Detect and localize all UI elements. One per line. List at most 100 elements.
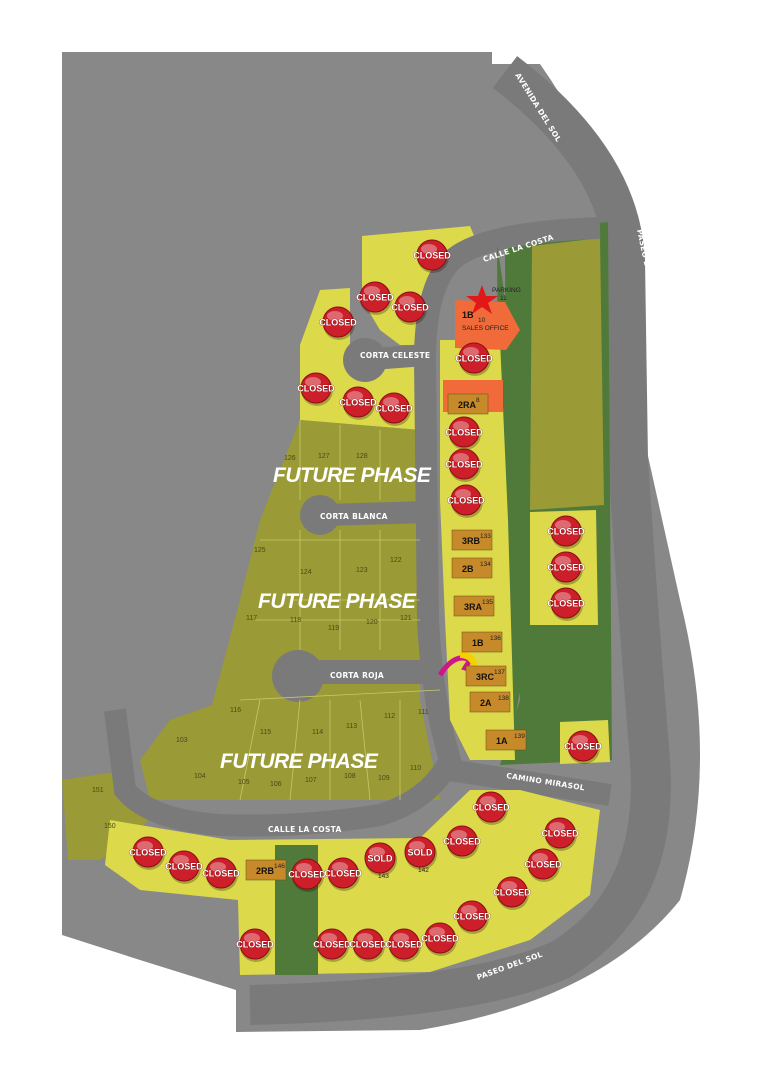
closed-badge[interactable]: CLOSED — [356, 281, 395, 315]
lot-plan: 2B — [462, 564, 474, 574]
future-lot-number: 123 — [356, 567, 368, 574]
future-lot-lines — [239, 420, 441, 801]
closed-badge[interactable]: CLOSED — [445, 448, 484, 482]
future-lot-number: 104 — [194, 773, 206, 780]
closed-badge[interactable]: CLOSED — [297, 372, 336, 406]
badge-label: CLOSED — [443, 837, 481, 847]
lot-plan: 1B — [472, 638, 484, 648]
sold-badge[interactable]: SOLD — [404, 836, 437, 870]
future-lot-number: 115 — [260, 729, 271, 736]
future-lot-number: 113 — [346, 723, 357, 730]
closed-badge[interactable]: CLOSED — [413, 239, 452, 273]
future-lot-number: 122 — [390, 557, 402, 564]
lot-number: 134 — [480, 561, 491, 568]
corta-blanca-bulb — [300, 495, 340, 535]
future-lot-number: 110 — [410, 765, 421, 772]
street-label-corta-roja: CORTA ROJA — [330, 671, 384, 680]
badge-label: CLOSED — [472, 803, 510, 813]
corta-roja-bulb — [272, 650, 324, 702]
future-lot-number: 117 — [246, 615, 257, 622]
closed-badge[interactable]: CLOSED — [202, 857, 241, 891]
future-lot-number: 109 — [378, 775, 390, 782]
closed-badge[interactable]: CLOSED — [385, 928, 424, 962]
closed-badge[interactable]: CLOSED — [129, 836, 168, 870]
available-lot[interactable]: 2B 134 — [451, 557, 493, 579]
closed-badge[interactable]: CLOSED — [375, 392, 414, 426]
future-lot-number: 124 — [300, 569, 312, 576]
badge-label: CLOSED — [202, 869, 240, 879]
future-lot-number: 112 — [384, 713, 395, 720]
badge-label: CLOSED — [324, 869, 362, 879]
closed-badge[interactable]: CLOSED — [547, 515, 586, 549]
parking-number: 11 — [500, 295, 507, 302]
sales-office-number: 10 — [478, 317, 486, 324]
badge-label: CLOSED — [319, 318, 357, 328]
closed-badge[interactable]: CLOSED — [391, 291, 430, 325]
east-future-lot-band — [530, 238, 604, 510]
lot-status-badges: CLOSEDCLOSEDCLOSEDCLOSEDCLOSEDCLOSEDCLOS… — [129, 239, 603, 962]
closed-badge[interactable]: CLOSED — [339, 386, 378, 420]
closed-badge[interactable]: CLOSED — [493, 876, 532, 910]
closed-badge[interactable]: CLOSED — [236, 928, 275, 962]
badge-label: CLOSED — [385, 940, 423, 950]
camino-mirasol-road — [448, 759, 612, 806]
badge-label: CLOSED — [165, 862, 203, 872]
street-label-calle-la-costa-south: CALLE LA COSTA — [268, 825, 342, 834]
corta-blanca-road — [324, 501, 426, 526]
future-lot-number: 119 — [328, 625, 339, 632]
future-lot-number: 125 — [254, 547, 266, 554]
closed-badge[interactable]: CLOSED — [524, 848, 563, 882]
badge-label: CLOSED — [236, 940, 274, 950]
paseo-del-sol-road — [249, 56, 671, 1025]
closed-badge[interactable]: CLOSED — [324, 857, 363, 891]
lot-plan: 3RA — [464, 602, 483, 612]
sales-office-label: SALES OFFICE — [462, 325, 509, 332]
sold-badge[interactable]: SOLD — [364, 842, 397, 876]
calle-la-costa-road — [104, 217, 601, 837]
street-label-corta-blanca: CORTA BLANCA — [320, 512, 388, 521]
closed-badge[interactable]: CLOSED — [421, 922, 460, 956]
closed-badge[interactable]: CLOSED — [455, 342, 494, 376]
closed-badge[interactable]: CLOSED — [547, 551, 586, 585]
closed-badge[interactable]: CLOSED — [547, 587, 586, 621]
closed-badge[interactable]: CLOSED — [288, 858, 327, 892]
closed-badge[interactable]: CLOSED — [319, 306, 358, 340]
future-phase-label-middle: FUTURE PHASE — [258, 590, 417, 613]
closed-badge[interactable]: CLOSED — [453, 900, 492, 934]
corta-celeste-bulb — [343, 338, 387, 382]
closed-badge[interactable]: CLOSED — [472, 791, 511, 825]
lot-number: 146 — [274, 863, 285, 870]
future-lot-number: 118 — [290, 617, 301, 624]
closed-badge[interactable]: CLOSED — [447, 484, 486, 518]
badge-label: CLOSED — [391, 303, 429, 313]
badge-label: CLOSED — [564, 742, 602, 752]
lot-number: 137 — [494, 669, 505, 676]
closed-badge[interactable]: CLOSED — [165, 850, 204, 884]
badge-label: CLOSED — [541, 829, 579, 839]
closed-badge[interactable]: CLOSED — [313, 928, 352, 962]
future-lot-number: 126 — [284, 455, 296, 462]
sold-lot-number: 142 — [418, 867, 429, 874]
badge-label: CLOSED — [445, 428, 483, 438]
future-lot-number: 108 — [344, 773, 356, 780]
future-phase-label-north: FUTURE PHASE — [273, 464, 432, 487]
closed-badge[interactable]: CLOSED — [349, 928, 388, 962]
closed-badge[interactable]: CLOSED — [443, 825, 482, 859]
closed-badge[interactable]: CLOSED — [445, 416, 484, 450]
badge-label: CLOSED — [547, 527, 585, 537]
badge-label: CLOSED — [455, 354, 493, 364]
closed-badge[interactable]: CLOSED — [564, 730, 603, 764]
closed-badge[interactable]: CLOSED — [541, 817, 580, 851]
badge-label: CLOSED — [288, 870, 326, 880]
sold-lot-number: 143 — [378, 873, 389, 880]
